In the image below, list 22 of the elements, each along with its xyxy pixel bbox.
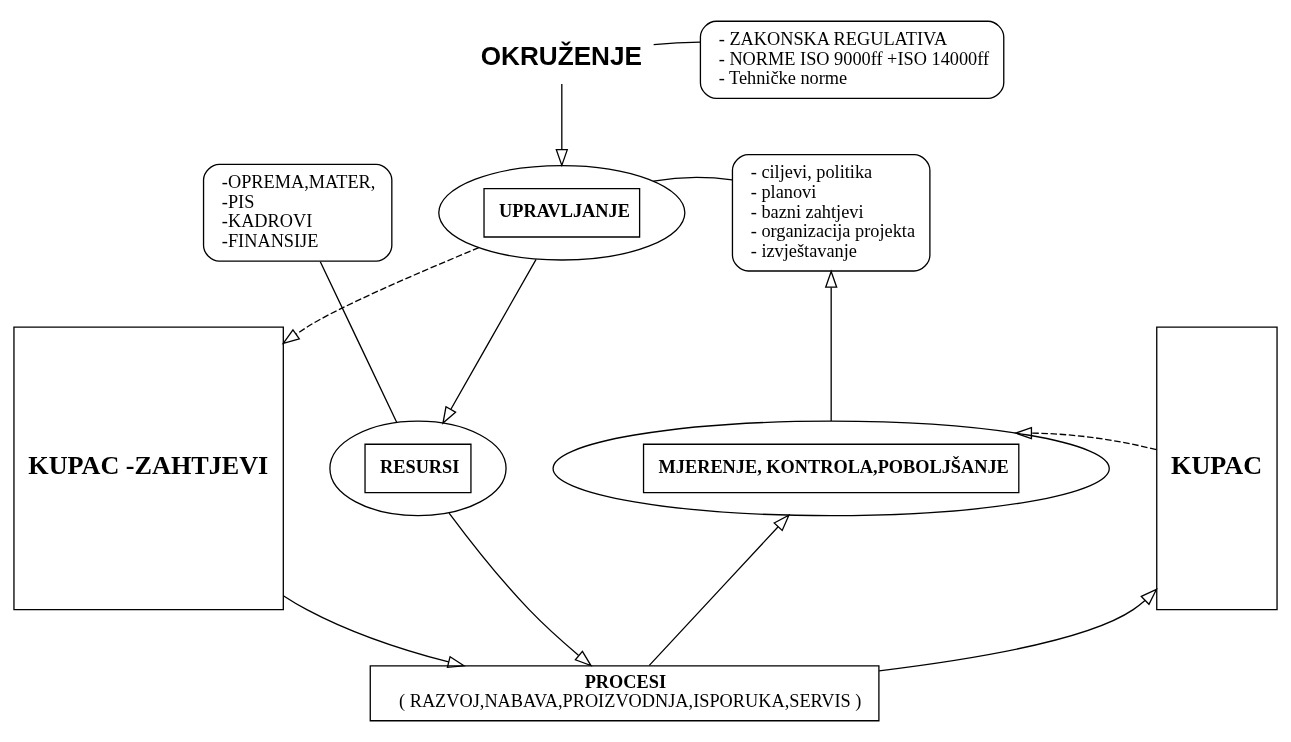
arrow (824, 269, 838, 422)
node-box: -OPREMA,MATER, -PIS -KADROVI -FINANSIJE (202, 163, 393, 262)
node-ellipse: RESURSI (329, 420, 507, 517)
arrow (1013, 426, 1158, 451)
arrow (442, 258, 537, 425)
node-box: PROCESI ( RAZVOJ,NABAVA,PROIZVODNJA,ISPORUKA,SERVIS ) (369, 665, 880, 722)
arrow (555, 83, 569, 168)
node-box: - ciljevi, politika - planovi - bazni zahtjevi - organizacija projekta - izvještavanje (731, 153, 931, 272)
arrow (448, 512, 593, 667)
node-ellipse: MJERENJE, KONTROLA,POBOLJŠANJE (552, 420, 1110, 517)
arrow (282, 595, 466, 669)
arrow (648, 513, 791, 667)
connector (653, 41, 701, 46)
connector (319, 261, 398, 423)
arrow (878, 588, 1158, 672)
node-box: - ZAKONSKA REGULATIVA - NORME ISO 9000ff +ISO 14000ff - Tehničke norme (699, 20, 1005, 100)
connector (652, 176, 733, 182)
node-box: KUPAC -ZAHTJEVI (13, 326, 284, 611)
node-text: OKRUŽENJE (480, 41, 642, 72)
node-box: KUPAC (1156, 326, 1278, 611)
arrow (281, 247, 480, 345)
node-ellipse: UPRAVLJANJE (438, 164, 686, 261)
